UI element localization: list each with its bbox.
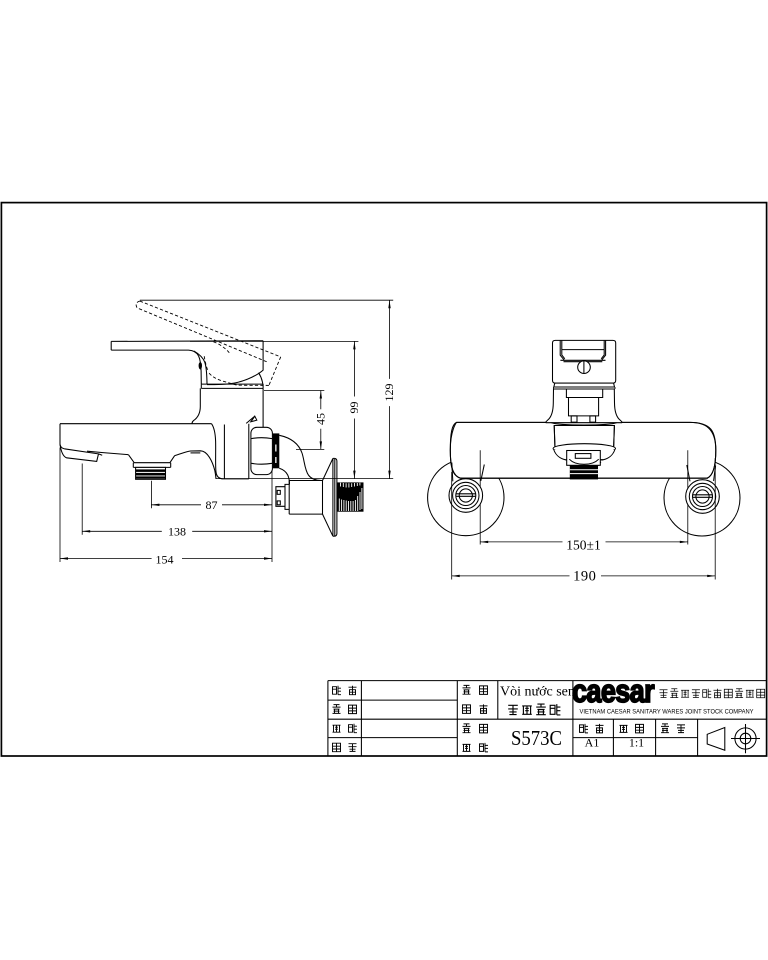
svg-text:A1: A1 <box>585 736 600 750</box>
svg-text:1:1: 1:1 <box>629 736 644 750</box>
svg-text:87: 87 <box>206 498 218 512</box>
svg-text:99: 99 <box>347 402 361 414</box>
svg-text:S573C: S573C <box>511 726 562 750</box>
svg-text:VIETNAM CAESAR SANITARY WARES: VIETNAM CAESAR SANITARY WARES JOINT STOC… <box>580 710 754 716</box>
svg-text:154: 154 <box>156 553 174 567</box>
svg-text:Vòi nước sen: Vòi nước sen <box>500 685 575 700</box>
svg-text:190: 190 <box>573 569 596 585</box>
svg-text:150±1: 150±1 <box>566 537 600 552</box>
svg-text:138: 138 <box>168 524 186 538</box>
svg-text:129: 129 <box>382 384 396 402</box>
svg-text:45: 45 <box>313 413 327 425</box>
svg-text:caesar: caesar <box>572 672 655 709</box>
